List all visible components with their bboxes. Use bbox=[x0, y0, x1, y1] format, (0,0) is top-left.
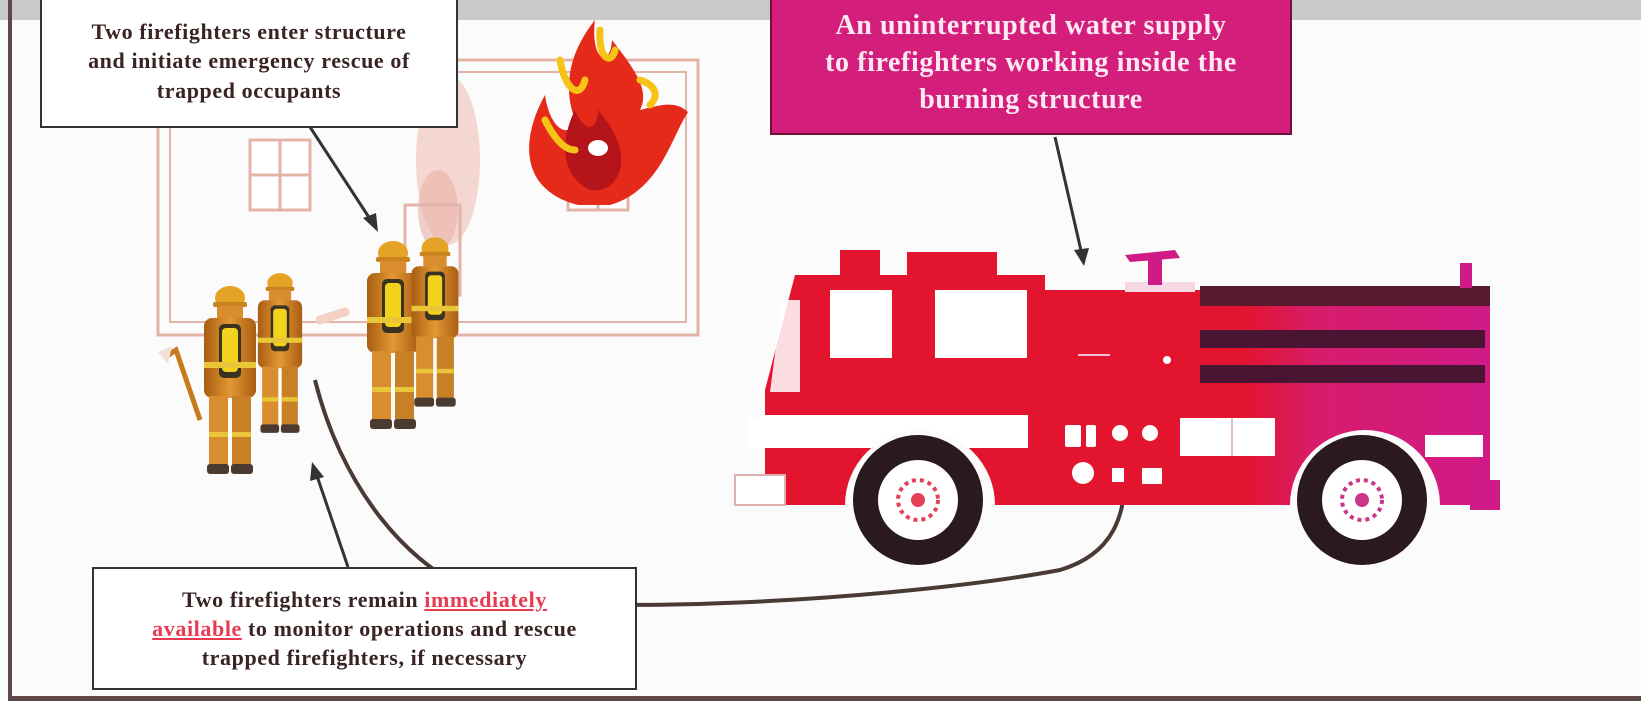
firefighter-outside-1 bbox=[204, 286, 256, 474]
bottom-border-line bbox=[8, 696, 1641, 701]
callout-remain-highlight-immediately: immediately bbox=[424, 587, 547, 612]
callout-firefighters-enter: Two firefighters enter structure and ini… bbox=[40, 0, 458, 128]
axe-icon bbox=[164, 350, 200, 420]
callout-water-line-3: burning structure bbox=[919, 82, 1143, 119]
firefighter-outside-2 bbox=[258, 273, 302, 433]
bottom-margin bbox=[0, 700, 1641, 724]
callout-water-line-2: to firefighters working inside the bbox=[825, 45, 1237, 82]
callout-remain-line-1: Two firefighters remain immediately bbox=[182, 585, 547, 614]
truck-wheel-front bbox=[853, 435, 983, 565]
flame-icon bbox=[529, 20, 688, 205]
arrow-remain-to-firefighters bbox=[310, 462, 348, 567]
hose-nozzle-icon bbox=[320, 312, 345, 320]
building-window-left bbox=[250, 140, 310, 210]
left-border-line bbox=[8, 0, 12, 700]
callout-water-line-1: An uninterrupted water supply bbox=[835, 8, 1226, 45]
truck-wheel-rear bbox=[1297, 435, 1427, 565]
callout-water-supply: An uninterrupted water supply to firefig… bbox=[770, 0, 1292, 135]
axe-head-icon bbox=[158, 346, 172, 364]
firefighter-inside-2 bbox=[412, 237, 459, 406]
callout-enter-line-1: Two firefighters enter structure bbox=[91, 17, 406, 46]
truck-window-rear bbox=[935, 290, 1027, 358]
callout-remain-highlight-available: available bbox=[152, 616, 242, 641]
firefighter-inside-1 bbox=[367, 241, 419, 429]
truck-window-front bbox=[830, 290, 892, 358]
arrow-water-to-truck bbox=[1055, 137, 1089, 266]
callout-remain-line-1-text: Two firefighters remain bbox=[182, 587, 424, 612]
callout-enter-line-2: and initiate emergency rescue of bbox=[88, 46, 410, 75]
callout-remain-line-2: available to monitor operations and resc… bbox=[152, 614, 577, 643]
callout-enter-line-3: trapped occupants bbox=[157, 76, 341, 105]
deck-gun-icon bbox=[1125, 250, 1195, 292]
callout-remain-line-3: trapped firefighters, if necessary bbox=[202, 643, 527, 672]
callout-firefighters-remain: Two firefighters remain immediately avai… bbox=[92, 567, 637, 690]
arrow-enter-to-firefighters bbox=[310, 127, 378, 232]
callout-remain-line-2-text: to monitor operations and rescue bbox=[242, 616, 577, 641]
